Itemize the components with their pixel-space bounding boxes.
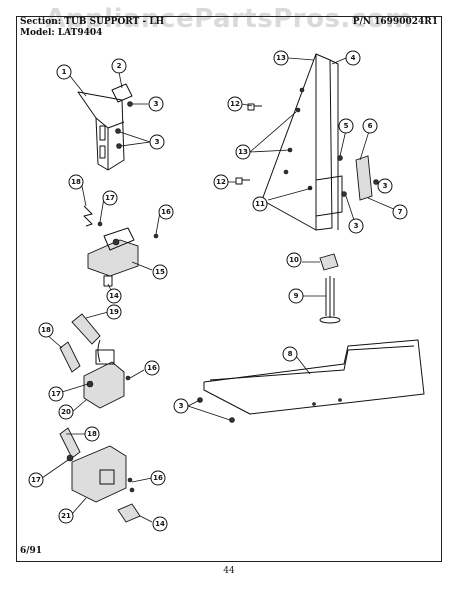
svg-text:16: 16	[147, 364, 157, 372]
callout-6: 6	[362, 118, 378, 134]
svg-text:8: 8	[288, 350, 293, 358]
callout-3: 3	[149, 134, 165, 150]
svg-text:10: 10	[289, 256, 299, 264]
part-number: P/N 16990024R1	[352, 17, 438, 27]
watermark: AppliancePartsPros.com	[45, 4, 413, 34]
callout-3: 3	[348, 218, 364, 234]
svg-text:18: 18	[41, 326, 51, 334]
header-left: Section: TUB SUPPORT - LH Model: LAT9404	[20, 17, 164, 39]
svg-text:13: 13	[276, 54, 286, 62]
callout-3: 3	[377, 178, 393, 194]
callout-12: 12	[213, 174, 229, 190]
callout-21: 21	[58, 508, 74, 524]
svg-text:16: 16	[153, 474, 163, 482]
svg-text:3: 3	[155, 138, 160, 146]
svg-text:17: 17	[51, 390, 61, 398]
svg-text:3: 3	[154, 100, 159, 108]
svg-text:4: 4	[351, 54, 356, 62]
leveling-leg	[319, 253, 341, 324]
callout-17: 17	[28, 472, 44, 488]
callout-16: 16	[150, 470, 166, 486]
callout-2: 2	[111, 58, 127, 74]
callout-1: 1	[56, 64, 72, 80]
callout-18: 18	[38, 322, 54, 338]
svg-text:21: 21	[61, 512, 71, 520]
callout-16: 16	[158, 204, 174, 220]
callout-14: 14	[152, 516, 168, 532]
svg-text:12: 12	[230, 100, 240, 108]
revision-date: 6/91	[20, 546, 43, 556]
callout-17: 17	[102, 190, 118, 206]
svg-text:7: 7	[398, 208, 403, 216]
tub-support-bracket	[235, 53, 379, 231]
callout-17: 17	[48, 386, 64, 402]
switch-assembly-top	[83, 205, 159, 287]
callout-3: 3	[173, 398, 189, 414]
section-title: Section: TUB SUPPORT - LH	[20, 17, 165, 27]
svg-text:2: 2	[117, 62, 122, 70]
callout-15: 15	[152, 264, 168, 280]
callout-16: 16	[144, 360, 160, 376]
callout-9: 9	[288, 288, 304, 304]
svg-text:13: 13	[238, 148, 248, 156]
callout-10: 10	[286, 252, 302, 268]
valve-assembly	[59, 313, 131, 409]
valve-assembly-lower	[59, 427, 141, 523]
svg-text:19: 19	[109, 308, 119, 316]
callout-3: 3	[148, 96, 164, 112]
diagram-frame	[16, 16, 442, 562]
svg-text:12: 12	[216, 178, 226, 186]
bracket-assembly	[77, 83, 133, 171]
svg-text:18: 18	[71, 178, 81, 186]
svg-text:6: 6	[368, 122, 373, 130]
svg-text:9: 9	[294, 292, 299, 300]
callout-19: 19	[106, 304, 122, 320]
svg-text:17: 17	[105, 194, 115, 202]
svg-text:3: 3	[383, 182, 388, 190]
callout-20: 20	[58, 404, 74, 420]
callout-13: 13	[235, 144, 251, 160]
svg-text:20: 20	[61, 408, 71, 416]
svg-text:3: 3	[179, 402, 184, 410]
svg-text:3: 3	[354, 222, 359, 230]
callout-18: 18	[84, 426, 100, 442]
callout-4: 4	[345, 50, 361, 66]
base-rail	[197, 339, 425, 423]
svg-text:15: 15	[155, 268, 165, 276]
callout-7: 7	[392, 204, 408, 220]
callout-13: 13	[273, 50, 289, 66]
callout-8: 8	[282, 346, 298, 362]
svg-text:5: 5	[344, 122, 349, 130]
svg-text:17: 17	[31, 476, 41, 484]
page-number: 44	[223, 566, 235, 576]
svg-text:18: 18	[87, 430, 97, 438]
leader-lines	[41, 57, 397, 523]
svg-text:14: 14	[109, 292, 119, 300]
model-label: Model: LAT9404	[20, 28, 103, 38]
callout-11: 11	[252, 196, 268, 212]
callout-18: 18	[68, 174, 84, 190]
svg-text:16: 16	[161, 208, 171, 216]
svg-text:1: 1	[62, 68, 67, 76]
callout-14: 14	[106, 288, 122, 304]
svg-text:11: 11	[255, 200, 265, 208]
callout-12: 12	[227, 96, 243, 112]
svg-text:14: 14	[155, 520, 165, 528]
callout-5: 5	[338, 118, 354, 134]
